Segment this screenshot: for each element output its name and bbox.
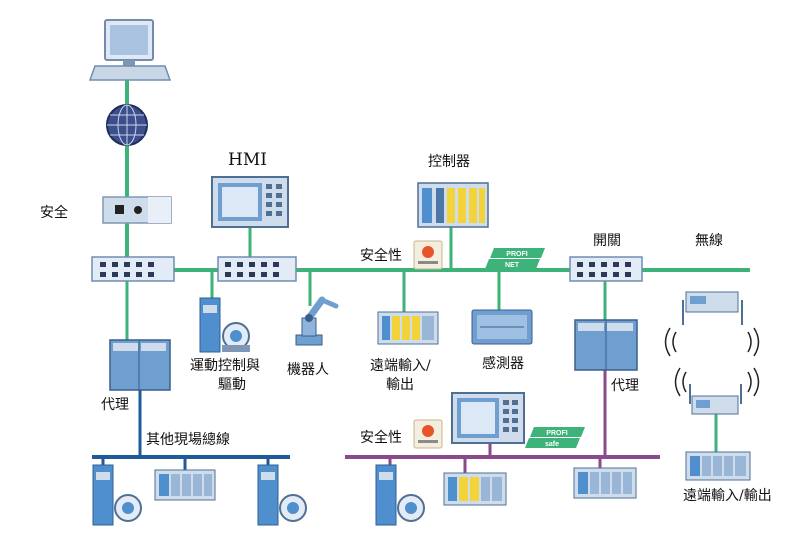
io-module-icon [573,467,637,499]
svg-text:safe: safe [545,441,559,448]
proxy-right-label: 代理 [611,378,639,394]
wireless-label: 無線 [695,233,723,249]
hmi-panel-bottom-icon [451,392,525,444]
safety-badge-icon [413,240,443,270]
io-module-icon [154,469,216,501]
safety-top-label: 安全性 [360,248,402,264]
switch-icon [217,256,297,282]
motion-control-label-line2: 驅動 [218,377,246,393]
remote-io-label-line2: 輸出 [386,377,414,393]
hmi-panel-icon [211,176,289,228]
safety-bottom-label: 安全性 [360,430,402,446]
computer-icon [88,19,172,81]
proxy-right-icon [574,319,638,371]
switch-label: 開關 [593,233,621,249]
drive-icon [92,464,142,526]
proxy-left-label: 代理 [101,397,129,413]
remote-io-label-line1: 遠端輸入/ [370,358,431,374]
svg-text:PROFI: PROFI [546,430,567,437]
drive-icon [257,464,307,526]
motion-control-label-line1: 運動控制與 [190,358,260,374]
sensor-icon [471,309,533,345]
switch-icon [569,256,643,282]
svg-text:NET: NET [505,262,520,269]
profisafe-logo: PROFI safe [525,427,585,448]
other-fieldbus-label: 其他現場總線 [146,432,230,448]
security-label: 安全 [40,205,68,221]
sensor-label: 感測器 [482,356,524,372]
motion-control-drive-icon [199,297,250,353]
remote-io-right-icon [685,451,751,481]
hmi-label: HMI [228,150,267,170]
wireless-signal-icon [664,327,760,397]
drive-icon [375,464,425,526]
security-module-icon [102,196,172,224]
switch-icon [91,256,175,282]
proxy-left-icon [109,339,171,391]
safety-io-module-icon [443,472,507,506]
wireless-client-icon [689,384,742,415]
globe-icon [106,104,148,146]
profinet-logo: PROFI NET [485,248,545,269]
controller-label: 控制器 [428,154,470,170]
remote-io-right-label: 遠端輸入/輸出 [683,488,772,504]
svg-text:PROFI: PROFI [506,251,527,258]
safety-badge-icon [413,419,443,449]
connections [92,80,750,475]
robot-label: 機器人 [287,362,329,378]
robot-icon [295,296,339,346]
controller-icon [417,182,489,228]
wireless-access-point-icon [682,291,743,325]
remote-io-icon [377,311,439,345]
